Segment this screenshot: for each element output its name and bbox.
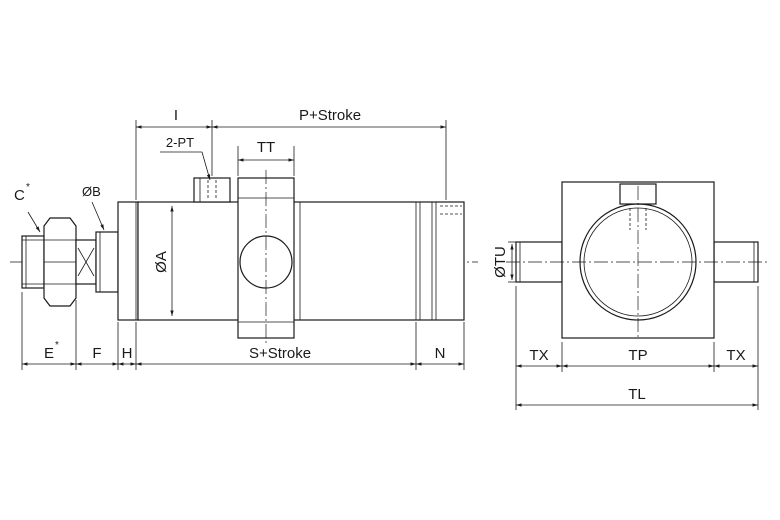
label-p-stroke: P+Stroke	[299, 107, 361, 124]
port-boss	[193, 177, 231, 203]
label-e: E	[44, 345, 54, 362]
end-view: ØTU TX TP TX TL	[492, 181, 770, 410]
label-tu-dia: ØTU	[492, 246, 509, 278]
rod-end-fitting	[21, 217, 119, 307]
label-e-sup: *	[55, 340, 59, 351]
label-tl: TL	[628, 386, 646, 403]
label-tt: TT	[257, 139, 275, 156]
label-ob: ØB	[82, 184, 101, 199]
label-2-pt: 2-PT	[166, 135, 194, 150]
label-n: N	[435, 345, 446, 362]
trunnion-block	[237, 170, 295, 346]
label-tp: TP	[628, 347, 647, 364]
label-tx-left: TX	[529, 347, 548, 364]
label-i: I	[174, 107, 178, 124]
label-c-sup: *	[26, 182, 30, 193]
side-view: ØA I P+Stroke TT 2-PT C * ØB	[10, 107, 478, 370]
label-h: H	[122, 345, 133, 362]
label-c: C	[14, 187, 25, 204]
cylinder-barrel	[117, 201, 465, 321]
label-bore-dia: ØA	[153, 251, 170, 273]
label-tx-right: TX	[726, 347, 745, 364]
label-s-stroke: S+Stroke	[249, 345, 311, 362]
label-f: F	[92, 345, 101, 362]
